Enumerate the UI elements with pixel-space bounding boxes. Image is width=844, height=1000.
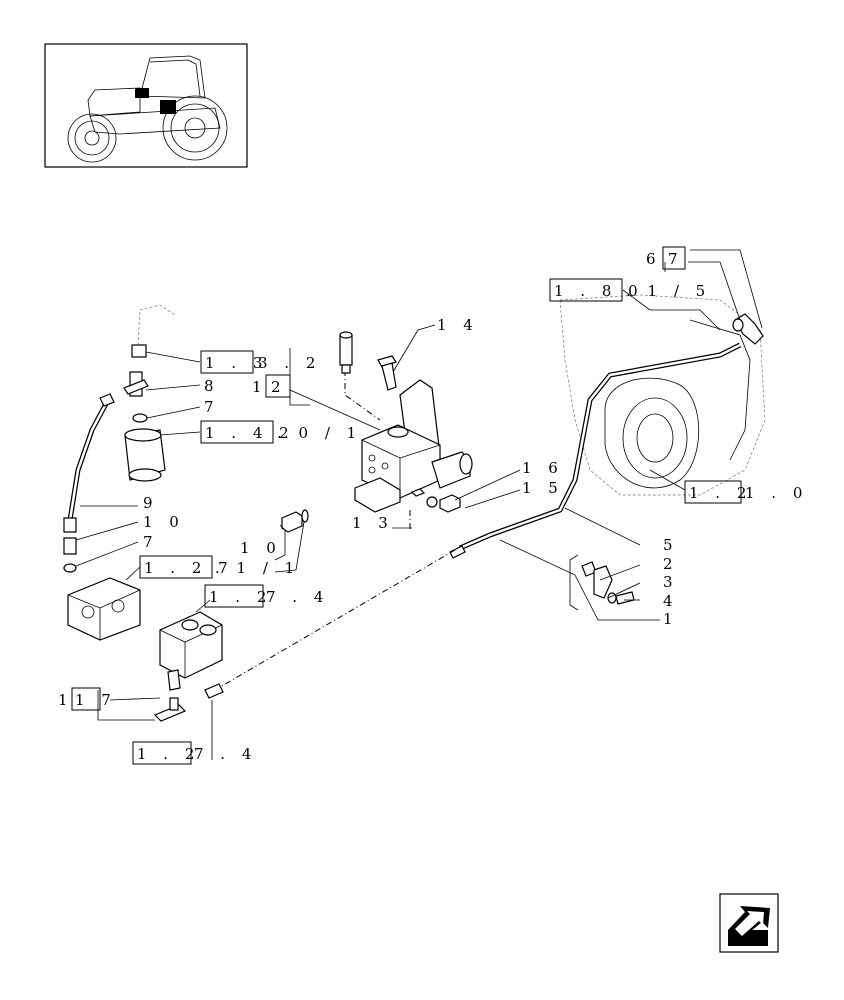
callout-1-33-2: 1 . 3 3 . 2 — [200, 350, 321, 374]
valve-block — [354, 379, 473, 513]
screw — [377, 355, 397, 391]
svg-text:1 . 0: 1 . 0 — [745, 484, 808, 502]
callout-1-80-1-5: 1 . 8 0 . 1 / 5 — [549, 278, 711, 302]
svg-text:1 . 2: 1 . 2 — [209, 588, 272, 606]
part-7-upper: 7 — [204, 398, 220, 416]
callout-1-27-4-b: 1 . 2 7 . 4 — [132, 741, 257, 765]
svg-text:1 . 8 0: 1 . 8 0 — [554, 282, 644, 300]
svg-text:7 . 4: 7 . 4 — [266, 588, 329, 606]
svg-text:1 . 2 7: 1 . 2 7 — [144, 559, 234, 577]
svg-text:. 1 / 5: . 1 / 5 — [626, 282, 711, 300]
svg-text:1: 1 — [58, 691, 74, 709]
svg-text:1 . 4 2: 1 . 4 2 — [205, 424, 295, 442]
svg-text:1 . 3: 1 . 3 — [205, 354, 268, 372]
connection-line — [344, 370, 381, 421]
hydraulic-pipe — [449, 313, 764, 559]
pipe-clamp — [569, 554, 635, 611]
left-parts — [63, 304, 176, 641]
svg-text:. 1 / 1: . 1 / 1 — [215, 559, 300, 577]
svg-text:2: 2 — [271, 378, 287, 396]
part-1: 1 — [663, 610, 679, 628]
svg-text:6: 6 — [646, 250, 662, 268]
callout-117: 1 1 7 — [58, 687, 117, 711]
callout-1-21-0: 1 . 2 1 . 0 — [684, 480, 808, 504]
part-8: 8 — [204, 377, 220, 395]
adapter-fitting — [281, 509, 309, 533]
part-10-center: 1 0 — [240, 539, 282, 557]
svg-text:1: 1 — [252, 378, 268, 396]
transmission-housing — [559, 294, 766, 496]
callout-1-42-0-1: 1 . 4 2 . 0 / 1 — [200, 420, 362, 444]
part-2: 2 — [663, 555, 679, 573]
svg-text:7: 7 — [668, 250, 684, 268]
svg-text:1 7: 1 7 — [75, 691, 117, 709]
part-16: 1 6 — [522, 459, 564, 477]
part-3: 3 — [663, 573, 679, 591]
tractor-thumbnail — [44, 43, 248, 168]
svg-text:1 . 2: 1 . 2 — [137, 745, 200, 763]
part-9: 9 — [143, 494, 159, 512]
leader-lines — [75, 249, 763, 760]
next-page-arrow-icon[interactable] — [719, 893, 779, 953]
banjo-fitting — [339, 331, 353, 374]
part-13: 1 3 — [352, 514, 394, 532]
part-4: 4 — [663, 592, 679, 610]
svg-text:3 . 2: 3 . 2 — [258, 354, 321, 372]
part-labels: 1 4 1 6 1 5 1 3 1 0 1 0 9 8 7 7 5 2 3 4 … — [143, 316, 679, 628]
callout-1-27-4-a: 1 . 2 7 . 4 — [204, 584, 329, 608]
callout-1-27-1-1: 1 . 2 7 . 1 / 1 — [139, 555, 300, 579]
part-10-left: 1 0 — [143, 513, 185, 531]
part-15: 1 5 — [522, 479, 564, 497]
part-7-lower: 7 — [143, 533, 159, 551]
part-14: 1 4 — [437, 316, 479, 334]
svg-text:1 . 2: 1 . 2 — [689, 484, 752, 502]
callout-67: 6 7 — [646, 246, 686, 270]
callout-12: 1 2 — [252, 374, 291, 398]
control-valve — [153, 611, 224, 722]
part-5: 5 — [663, 536, 679, 554]
svg-text:7 . 4: 7 . 4 — [194, 745, 257, 763]
svg-text:. 0 / 1: . 0 / 1 — [277, 424, 362, 442]
